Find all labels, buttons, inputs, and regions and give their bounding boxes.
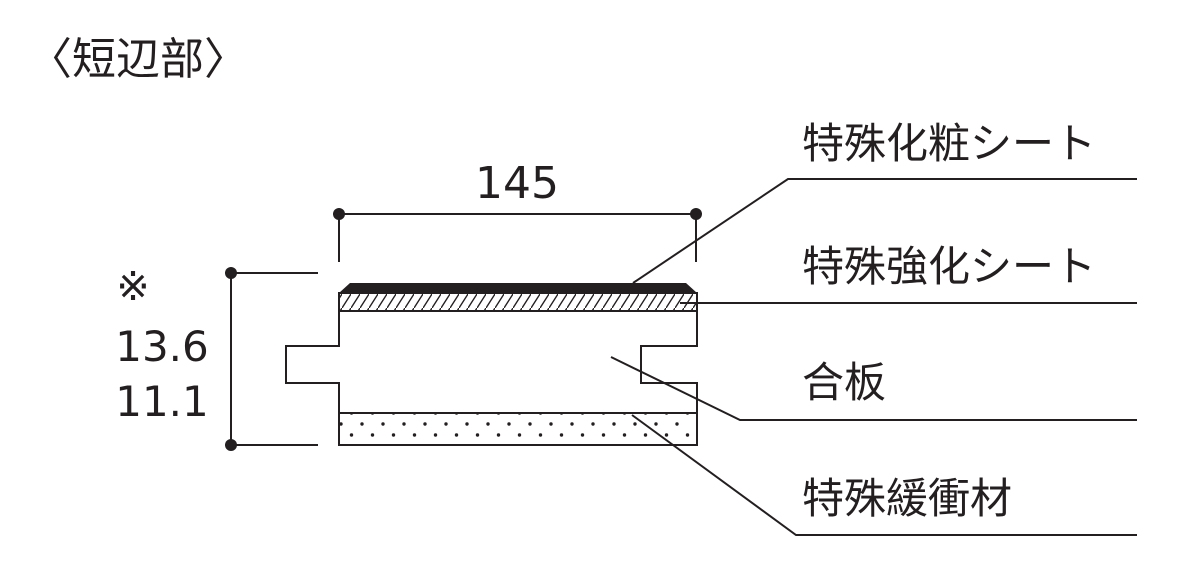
leader-line-decorative-sheet: [632, 178, 1137, 284]
board-section: [285, 283, 698, 446]
cushion-layer: [338, 412, 698, 446]
label-decorative-sheet: 特殊化粧シート: [802, 119, 1096, 168]
label-cushion: 特殊緩衝材: [802, 474, 1012, 523]
leader-line-plywood: [610, 356, 1137, 421]
width-dimension: [333, 208, 702, 262]
label-reinforced-sheet: 特殊強化シート: [802, 242, 1096, 291]
section-title: 〈短辺部〉: [28, 34, 248, 85]
thickness-value-2: 11.1: [115, 377, 209, 426]
leader-line-cushion: [631, 414, 1137, 536]
decorative-sheet-layer: [339, 283, 697, 293]
thickness-value-1: 13.6: [115, 322, 209, 371]
thickness-dimension: [225, 267, 318, 451]
width-value: 145: [475, 158, 559, 209]
leader-lines: [610, 178, 1137, 536]
note-mark: ※: [116, 264, 150, 310]
reinforced-sheet-layer: [338, 292, 698, 312]
plywood-layer: [285, 310, 698, 414]
label-plywood: 合板: [802, 358, 886, 407]
